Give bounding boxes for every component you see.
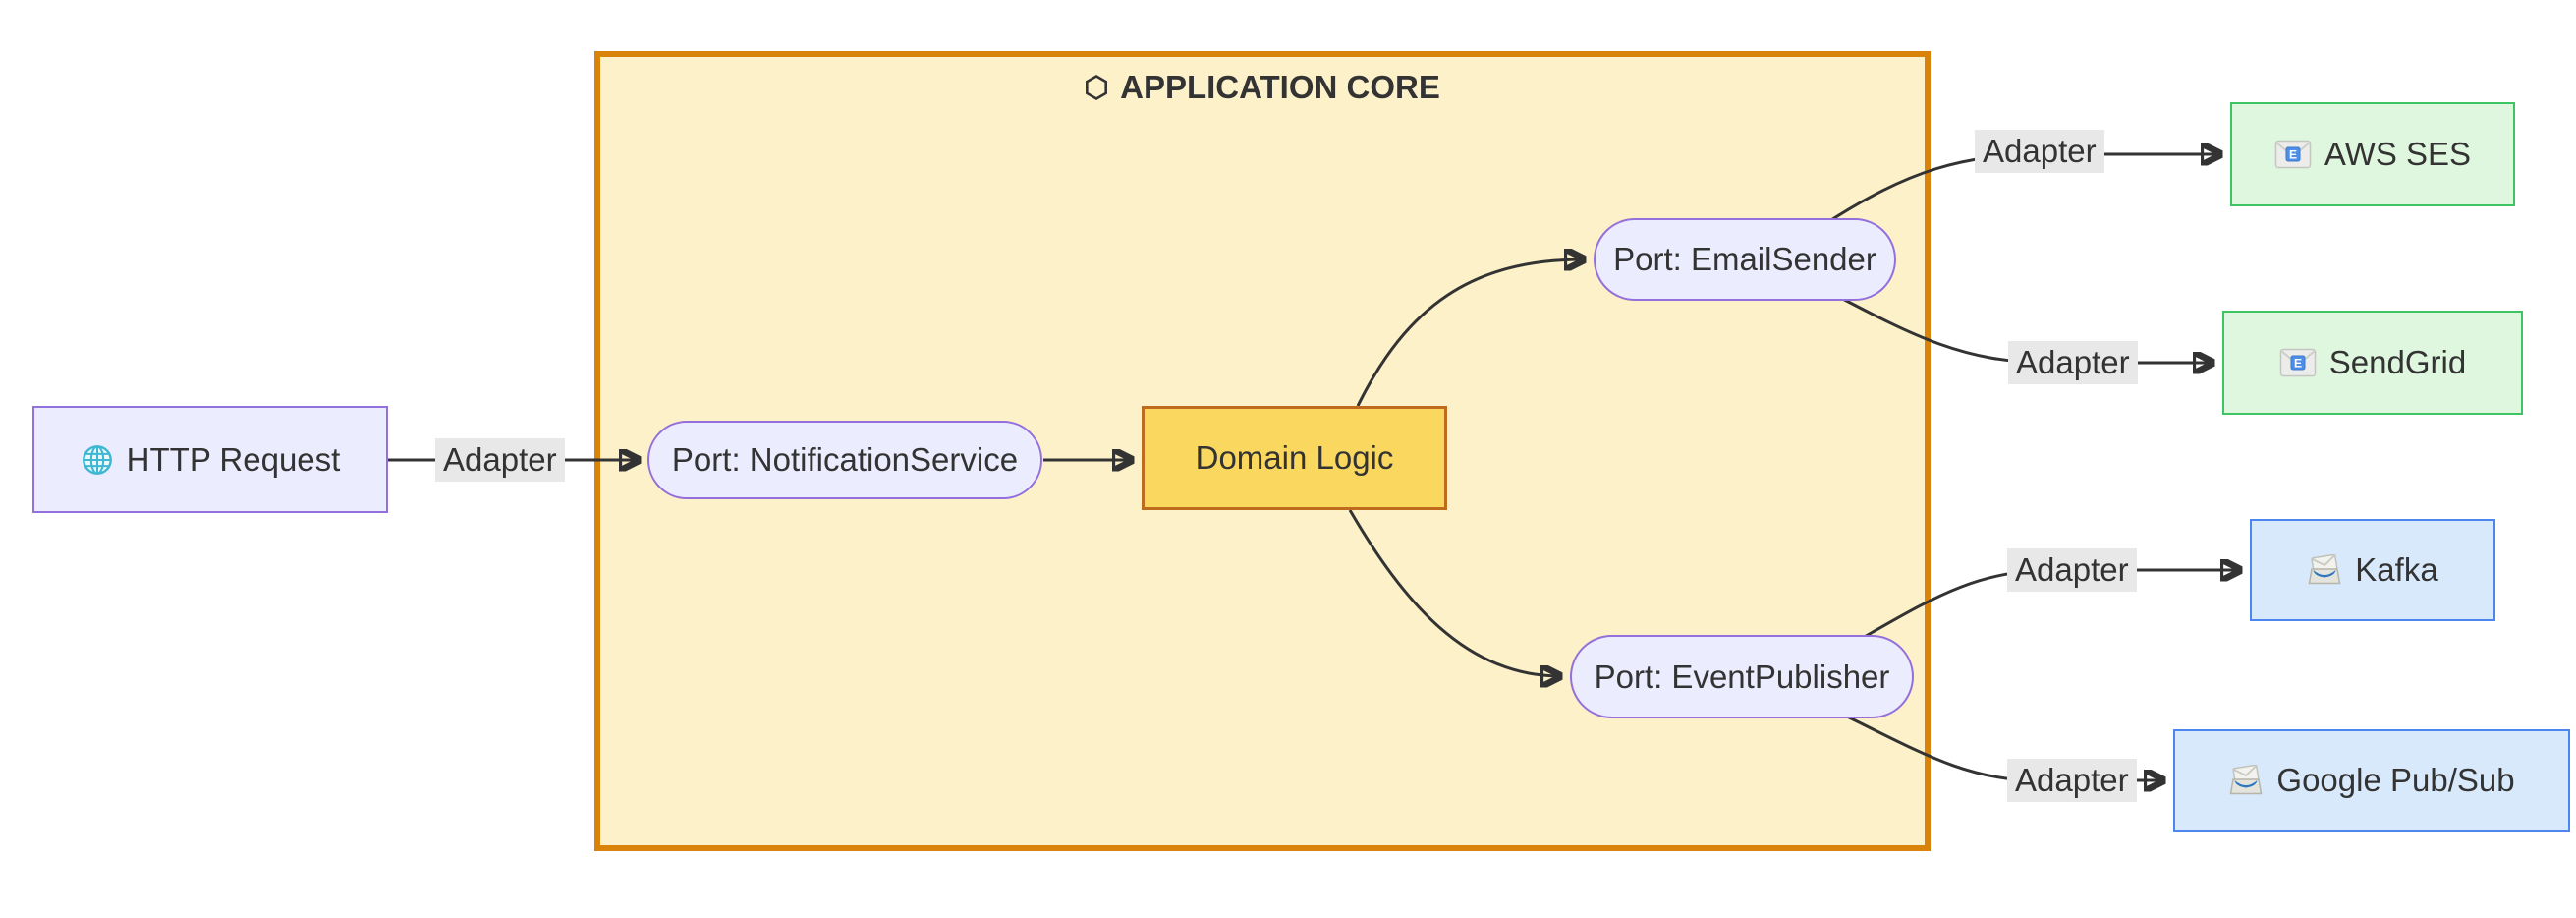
edge-label-adapter-sendgrid: Adapter — [2008, 341, 2138, 384]
edge-label-adapter-kafka: Adapter — [2007, 548, 2137, 592]
node-sendgrid: E SendGrid — [2222, 311, 2523, 415]
node-kafka: Kafka — [2250, 519, 2495, 621]
node-port-email-sender: Port: EmailSender — [1594, 218, 1896, 301]
edge-label-adapter-pubsub: Adapter — [2007, 759, 2137, 802]
email-icon: E — [2274, 140, 2312, 169]
svg-text:E: E — [2289, 148, 2297, 162]
node-label: AWS SES — [2324, 136, 2472, 172]
edge-label-adapter-http: Adapter — [435, 438, 565, 482]
node-port-event-publisher: Port: EventPublisher — [1570, 635, 1914, 718]
node-label: Domain Logic — [1195, 439, 1394, 476]
node-google-pubsub: Google Pub/Sub — [2173, 729, 2570, 832]
node-label: Port: NotificationService — [671, 441, 1019, 478]
node-label: HTTP Request — [126, 440, 341, 478]
svg-text:E: E — [2294, 357, 2302, 371]
application-core-label: APPLICATION CORE — [1120, 69, 1440, 105]
incoming-envelope-icon — [2228, 765, 2264, 796]
node-label: Port: EmailSender — [1613, 241, 1876, 277]
node-label: Kafka — [2355, 551, 2438, 588]
node-label: Google Pub/Sub — [2276, 762, 2515, 798]
hexagon-icon — [1085, 75, 1108, 100]
node-aws-ses: E AWS SES — [2230, 102, 2515, 206]
edge-domain-to-eventpublisher — [1348, 509, 1560, 676]
edge-label-adapter-ses: Adapter — [1975, 130, 2104, 173]
node-domain-logic: Domain Logic — [1142, 406, 1447, 510]
node-label: Port: EventPublisher — [1594, 658, 1890, 695]
node-http-request: HTTP Request — [32, 406, 388, 513]
node-port-notification-service: Port: NotificationService — [647, 421, 1042, 499]
node-label: SendGrid — [2328, 344, 2467, 380]
email-icon: E — [2279, 348, 2317, 377]
incoming-envelope-icon — [2307, 554, 2342, 586]
globe-icon — [81, 443, 114, 477]
application-core-title: APPLICATION CORE — [600, 69, 1925, 106]
edge-domain-to-emailsender — [1356, 259, 1584, 407]
